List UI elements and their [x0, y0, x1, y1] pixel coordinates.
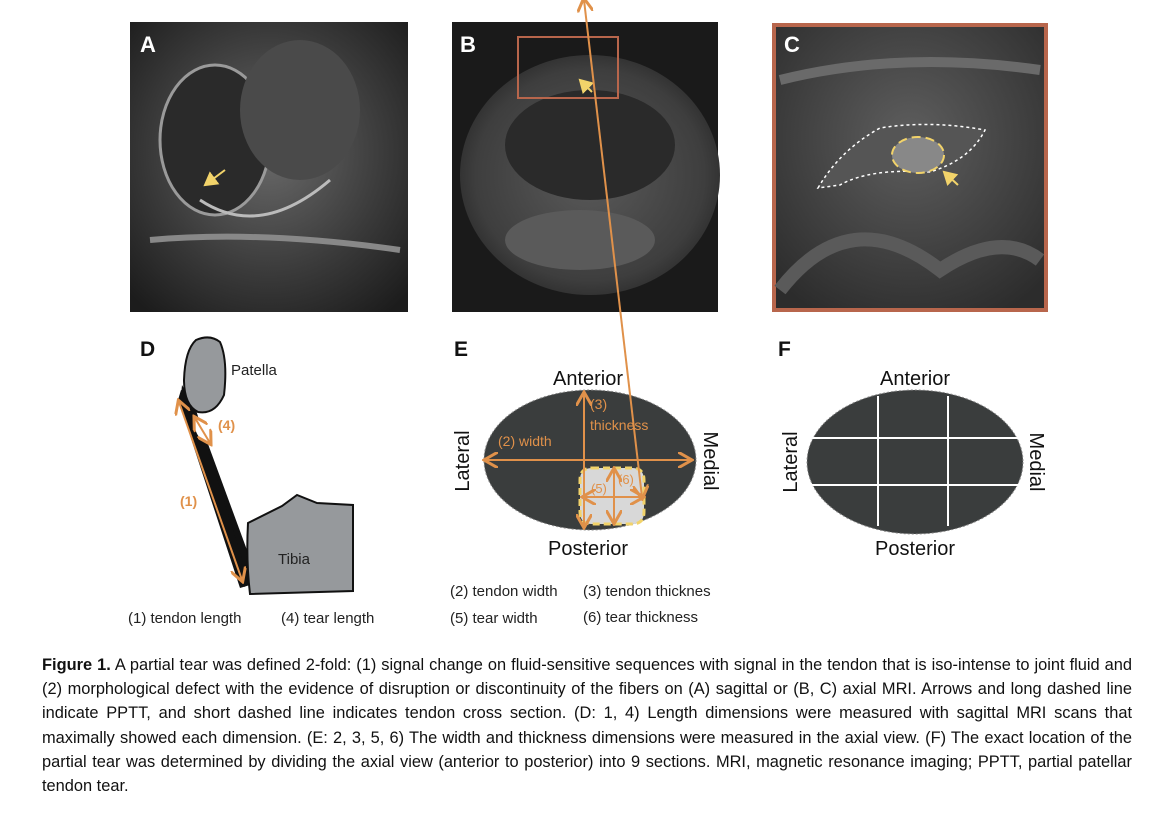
tibia-shape [246, 493, 354, 596]
thickness-num: (3) [590, 396, 607, 412]
f-lateral-label: Lateral [780, 431, 802, 492]
panel-a-sagittal-mri: A [130, 22, 408, 312]
marker-6: (6) [618, 472, 634, 487]
panel-label-c: C [784, 32, 800, 57]
panel-label-e: E [454, 338, 468, 361]
legend-tear-thickness: (6) tear thickness [583, 609, 698, 626]
marker-4: (4) [218, 417, 235, 433]
e-medial-label: Medial [699, 432, 721, 491]
legend-tendon-length: (1) tendon length [128, 610, 241, 627]
f-anterior-label: Anterior [880, 368, 950, 390]
panel-d-sagittal-diagram: D Patella Tibia (4) (1) (1) tendon lengt… [128, 336, 374, 627]
panel-e-axial-diagram: E Anterior Posterior Lateral Medial (2) … [450, 0, 721, 627]
panel-c-zoomed-axial-mri: C [772, 23, 1048, 312]
panel-label-a: A [140, 32, 156, 57]
legend-tear-width: (5) tear width [450, 610, 538, 627]
marker-1: (1) [180, 493, 197, 509]
panel-label-f: F [778, 338, 791, 361]
thickness-label: thickness [590, 417, 648, 433]
e-anterior-label: Anterior [553, 368, 623, 390]
patella-label: Patella [231, 362, 278, 379]
f-posterior-label: Posterior [875, 538, 955, 560]
panel-b-axial-mri: B [452, 22, 720, 312]
caption-text: A partial tear was defined 2-fold: (1) s… [42, 656, 1132, 796]
f-medial-label: Medial [1025, 433, 1047, 492]
figure-caption: Figure 1. A partial tear was defined 2-f… [42, 653, 1132, 798]
width-label: (2) width [498, 433, 552, 449]
panel-label-b: B [460, 32, 476, 57]
caption-title: Figure 1. [42, 656, 111, 674]
legend-tendon-width: (2) tendon width [450, 583, 558, 600]
panel-label-d: D [140, 338, 155, 361]
legend-tear-length: (4) tear length [281, 610, 374, 627]
figure-panels: A B C D Patella Tibia (4) (1) (1) tendon… [128, 0, 1048, 627]
e-posterior-label: Posterior [548, 538, 628, 560]
tibia-label: Tibia [278, 551, 311, 568]
e-lateral-label: Lateral [452, 430, 474, 491]
panel-f-sections-diagram: F Anterior Posterior Lateral Medial [778, 338, 1047, 560]
patella-shape [182, 336, 227, 414]
marker-5: (5) [591, 481, 607, 496]
legend-tendon-thickness: (3) tendon thicknes [583, 583, 711, 600]
